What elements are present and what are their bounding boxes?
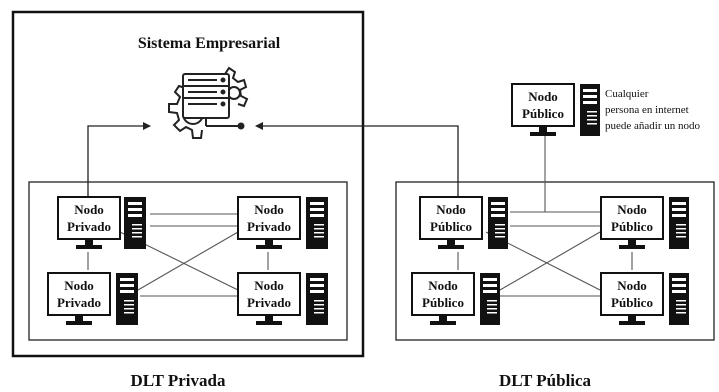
server-tower-icon [488,197,508,249]
svg-text:Privado: Privado [67,219,111,234]
monitor-icon [66,315,92,325]
public-node-1: Nodo Público [419,196,508,249]
monitor-icon [530,126,556,136]
monitor-icon [438,239,464,249]
svg-text:Privado: Privado [247,219,291,234]
public-network-frame [395,181,715,341]
private-node-2: Nodo Privado [237,196,328,249]
monitor-icon [76,239,102,249]
private-outer-frame [11,10,365,358]
monitor-icon [430,315,456,325]
public-node-4: Nodo Público [600,272,689,325]
svg-text:Nodo: Nodo [528,89,558,104]
system-title: Sistema Empresarial [138,35,281,52]
external-public-node: Nodo Público [511,83,600,136]
private-node-1: Nodo Privado [57,196,146,249]
server-gear-icon [168,66,249,139]
svg-text:Nodo: Nodo [254,278,284,293]
svg-text:Público: Público [611,219,653,234]
svg-text:Nodo: Nodo [64,278,94,293]
server-tower-icon [669,197,689,249]
server-tower-icon [480,273,500,325]
svg-text:Privado: Privado [57,295,101,310]
public-node-3: Nodo Público [411,272,500,325]
private-network-frame [28,181,348,341]
svg-text:Privado: Privado [247,295,291,310]
server-tower-icon [580,84,600,136]
svg-text:Nodo: Nodo [254,202,284,217]
public-node-2: Nodo Público [600,196,689,249]
private-caption: DLT Privada [131,371,226,390]
public-to-system-arrow [255,122,459,198]
svg-text:Nodo: Nodo [74,202,104,217]
svg-text:Público: Público [611,295,653,310]
svg-text:Nodo: Nodo [617,278,647,293]
public-note-line-3: puede añadir un nodo [605,120,700,132]
monitor-icon [619,239,645,249]
private-to-system-arrow [87,122,151,200]
public-caption: DLT Pública [499,371,592,390]
svg-text:Nodo: Nodo [617,202,647,217]
private-node-3: Nodo Privado [47,272,138,325]
server-tower-icon [669,273,689,325]
monitor-icon [256,315,282,325]
server-tower-icon [124,197,146,249]
svg-text:Nodo: Nodo [428,278,458,293]
public-note-line-1: Cualquier [605,88,649,100]
monitor-icon [619,315,645,325]
svg-text:Público: Público [422,295,464,310]
private-node-4: Nodo Privado [237,272,328,325]
server-tower-icon [116,273,138,325]
server-tower-icon [306,273,328,325]
public-note-line-2: persona en internet [605,104,689,116]
monitor-icon [256,239,282,249]
svg-text:Público: Público [522,106,564,121]
svg-text:Nodo: Nodo [436,202,466,217]
svg-text:Público: Público [430,219,472,234]
server-tower-icon [306,197,328,249]
